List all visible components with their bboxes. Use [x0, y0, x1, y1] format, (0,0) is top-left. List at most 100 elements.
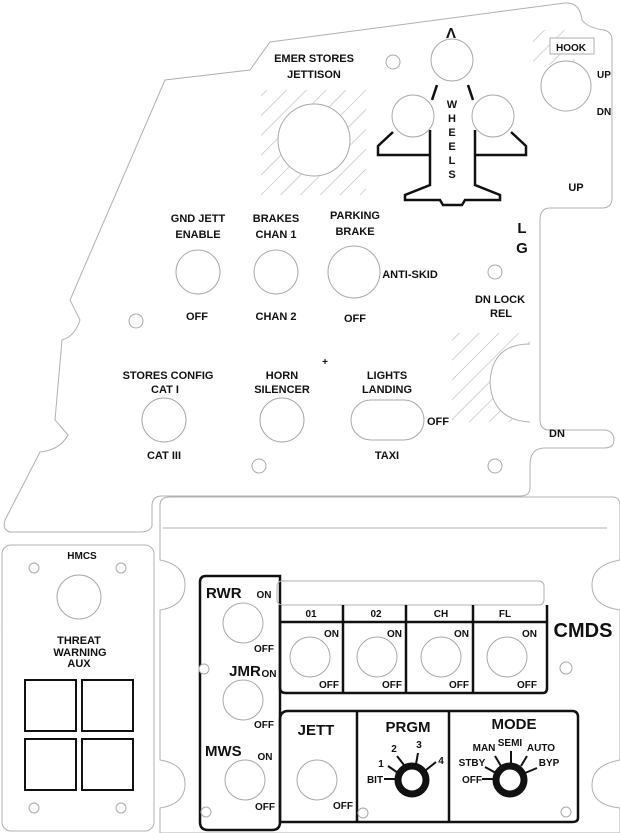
hook-switch[interactable] [540, 60, 592, 112]
jmr-on-label: ON [262, 669, 277, 680]
landing-lights-switch[interactable] [350, 399, 425, 441]
prgm-rotary-knob[interactable] [384, 752, 437, 798]
screw-hole [200, 806, 212, 818]
wheels-letter: S [448, 169, 455, 181]
threat-warning-label-1: THREAT [57, 635, 101, 647]
wheels-letter: W [447, 99, 458, 111]
lights-taxi-label: TAXI [375, 450, 399, 462]
emer-stores-label-2: JETTISON [287, 69, 341, 81]
wheels-letter: L [449, 155, 456, 167]
jett-button[interactable] [296, 759, 338, 801]
mws-switch[interactable] [224, 759, 266, 801]
switch-ch[interactable] [420, 636, 462, 678]
wheels-left-gear-knob[interactable] [391, 94, 435, 138]
cmds-title: CMDS [554, 620, 613, 642]
hook-label: HOOK [556, 43, 587, 54]
screw-hole [251, 458, 267, 474]
horn-silencer-button[interactable] [259, 397, 305, 443]
prgm-pos-1: 1 [378, 759, 384, 770]
jmr-label: JMR [229, 663, 261, 680]
brakes-label-1: BRAKES [253, 213, 299, 225]
threat-warning-button-3[interactable] [24, 738, 77, 791]
mws-on-label: ON [258, 752, 273, 763]
lights-label-1: LIGHTS [367, 370, 407, 382]
stores-config-cat3-label: CAT III [147, 450, 181, 462]
rwr-jmr-mws-group-border [198, 574, 282, 832]
screw-hole [487, 458, 503, 474]
anti-skid-label: ANTI-SKID [382, 269, 438, 281]
screw-hole [128, 313, 144, 329]
mws-label: MWS [205, 743, 242, 760]
wheels-right-gear-knob[interactable] [471, 94, 515, 138]
gnd-jett-off-label: OFF [186, 311, 208, 323]
jett-prgm-mode-border [278, 709, 580, 824]
parking-brake-switch[interactable] [327, 245, 381, 299]
prgm-pos-4: 4 [438, 756, 444, 767]
cmds-switch-row [278, 605, 549, 695]
threat-warning-button-1[interactable] [24, 679, 77, 732]
switch-01[interactable] [289, 636, 331, 678]
gnd-jett-enable-switch[interactable] [175, 249, 221, 295]
horn-label-2: SILENCER [254, 384, 310, 396]
switch-02-label: 02 [370, 609, 382, 620]
switch-01-on-label: ON [324, 629, 339, 640]
switch-ch-on-label: ON [454, 629, 469, 640]
mode-pos-off: OFF [462, 775, 482, 786]
mode-rotary-knob[interactable] [482, 751, 538, 798]
rwr-switch[interactable] [222, 602, 264, 644]
plus-mark: + [322, 357, 328, 368]
switch-fl[interactable] [486, 636, 528, 678]
wheels-small-hole [385, 54, 401, 70]
stores-config-switch[interactable] [141, 397, 187, 443]
screw-hole [28, 802, 40, 814]
threat-warning-label-3: AUX [67, 658, 91, 670]
switch-ch-off-label: OFF [449, 680, 469, 691]
prgm-pos-2: 2 [391, 744, 397, 755]
parking-brake-label-1: PARKING [330, 210, 380, 222]
rwr-label: RWR [206, 585, 242, 602]
emer-stores-jettison-button[interactable] [277, 103, 351, 177]
lg-up-label: UP [568, 182, 583, 194]
lg-g-label: G [516, 240, 528, 257]
switch-02[interactable] [356, 636, 398, 678]
gnd-jett-label-2: ENABLE [175, 229, 220, 241]
stores-config-label-1: STORES CONFIG [123, 370, 214, 382]
wheels-letter: E [448, 127, 455, 139]
jett-off-label: OFF [333, 801, 353, 812]
mode-pos-auto: AUTO [527, 743, 555, 754]
switch-01-off-label: OFF [319, 680, 339, 691]
prgm-pos-3: 3 [416, 740, 422, 751]
mws-off-label: OFF [255, 802, 275, 813]
screw-hole [487, 264, 503, 280]
brakes-channel-switch[interactable] [253, 249, 299, 295]
stores-config-label-2: CAT I [151, 384, 179, 396]
screw-hole [115, 802, 127, 814]
hook-up-label: UP [597, 70, 611, 81]
threat-warning-button-2[interactable] [81, 679, 134, 732]
mode-pos-man: MAN [473, 743, 496, 754]
screw-hole [115, 562, 127, 574]
lg-l-label: L [517, 220, 526, 237]
dn-lock-rel-label-2: REL [490, 308, 512, 320]
jett-label: JETT [298, 722, 335, 739]
threat-warning-label-2: WARNING [53, 647, 106, 659]
hmcs-knob[interactable] [56, 574, 102, 620]
jmr-switch[interactable] [222, 679, 264, 721]
screw-hole [559, 661, 573, 675]
wheels-nose-gear-knob[interactable] [430, 38, 474, 82]
lg-handle-hatch [452, 333, 530, 422]
wheels-letter: H [448, 113, 456, 125]
threat-warning-button-4[interactable] [81, 738, 134, 791]
mode-pos-stby: STBY [459, 758, 486, 769]
hook-dn-label: DN [597, 107, 611, 118]
hmcs-panel-outline [1, 544, 155, 832]
switch-fl-label: FL [499, 609, 511, 620]
screw-hole [357, 807, 369, 819]
lights-off-label: OFF [427, 416, 449, 428]
lg-dn-label: DN [549, 428, 565, 440]
rwr-on-label: ON [257, 590, 272, 601]
gnd-jett-label-1: GND JETT [171, 213, 226, 225]
hmcs-label: HMCS [67, 551, 97, 562]
switch-fl-on-label: ON [522, 629, 537, 640]
